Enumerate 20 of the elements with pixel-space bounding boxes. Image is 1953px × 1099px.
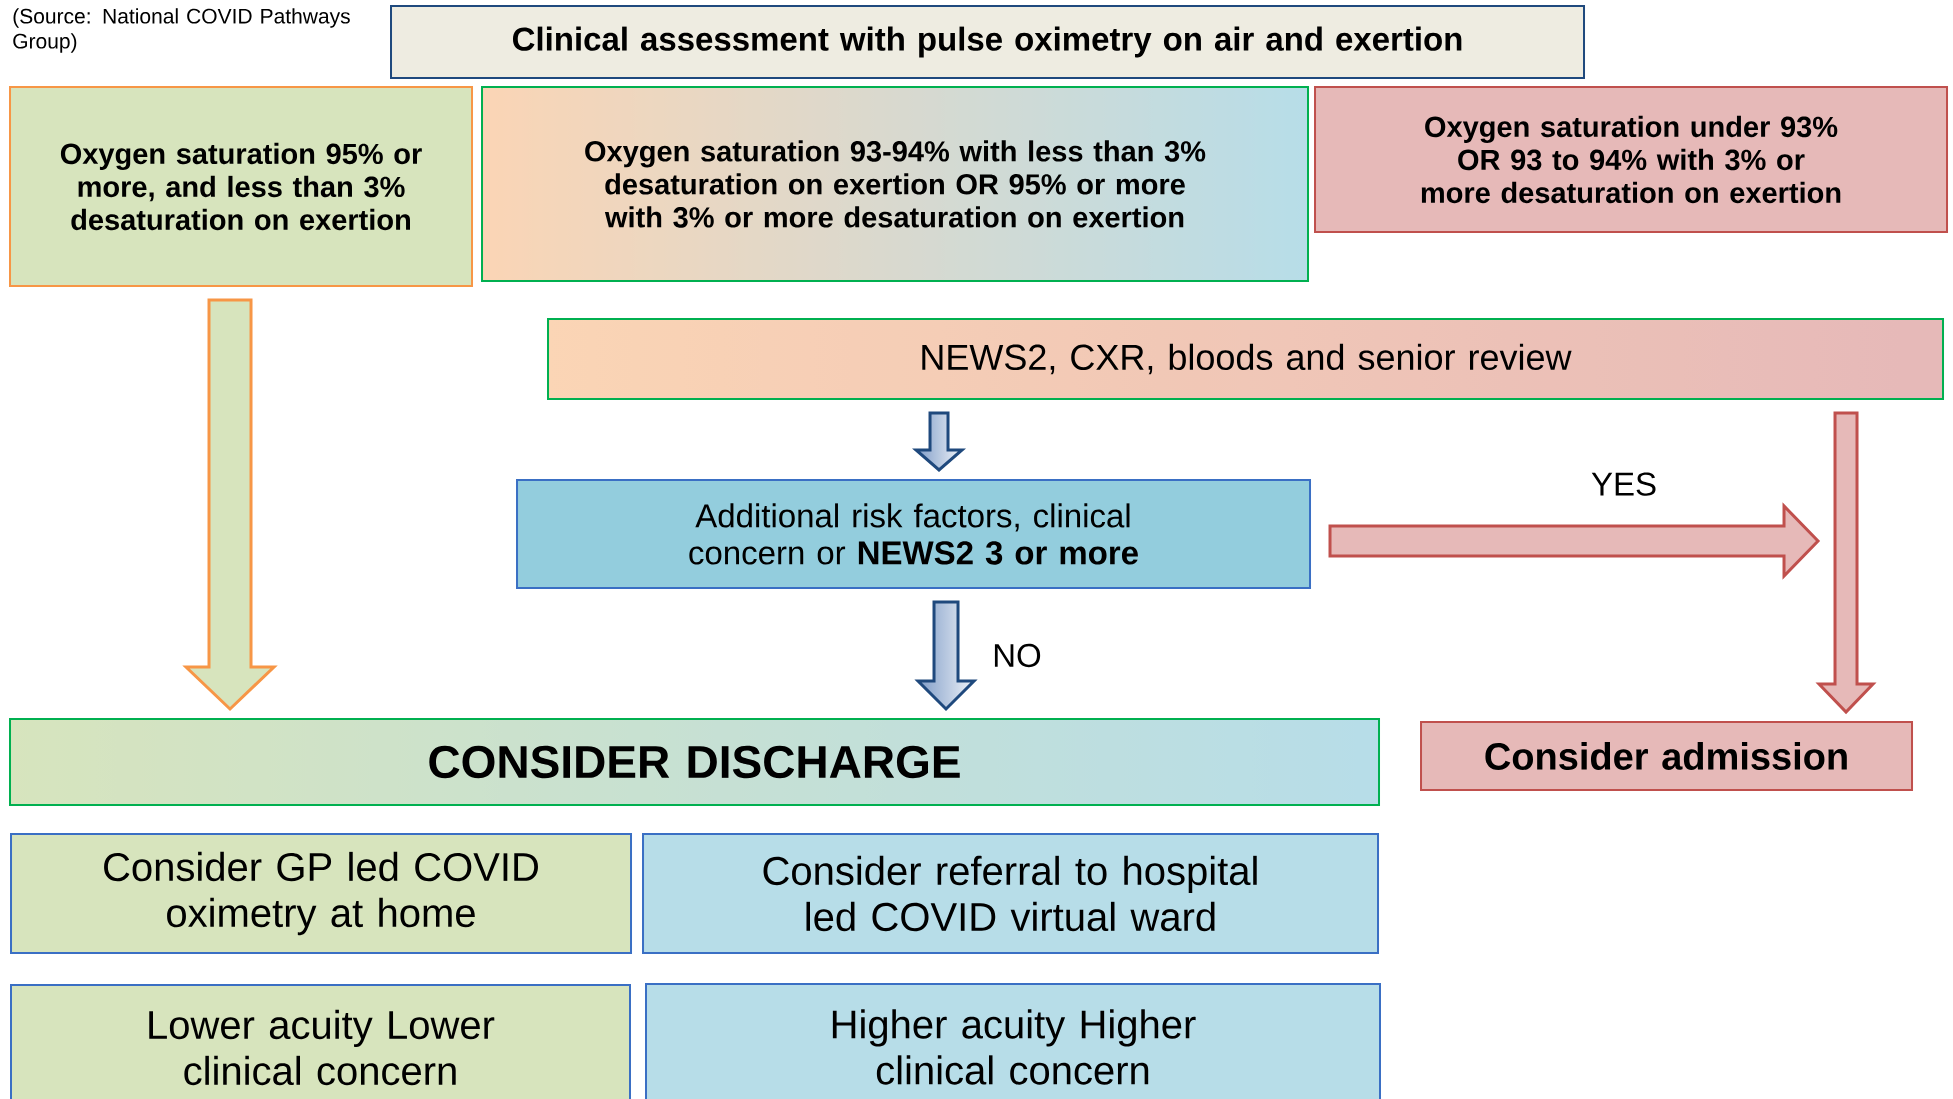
source-note: (Source: National COVID Pathways Group) <box>13 8 350 53</box>
block-arrow <box>1815 411 1877 715</box>
process-box: Additional risk factors, clinical concern or NEWS2 3 or more <box>516 479 1311 589</box>
process-box: Oxygen saturation under 93% OR 93 to 94% with 3% or more desaturation on exertion <box>1314 86 1948 233</box>
block-arrow <box>912 411 967 472</box>
process-box: Oxygen saturation 93-94% with less than 3% desaturation on exertion OR 95% or more with 3% or more desaturation on exertion <box>481 86 1309 282</box>
process-box: Higher acuity Higher clinical concern <box>645 983 1381 1099</box>
process-box: Consider referral to hospital led COVID virtual ward <box>642 833 1379 954</box>
process-box: Consider GP led COVID oximetry at home <box>10 833 632 954</box>
block-arrow <box>914 600 978 712</box>
edge-label: NO <box>990 641 1044 670</box>
outcome-box: Consider admission <box>1420 721 1913 791</box>
edge-label: YES <box>1589 470 1660 498</box>
title-box: Clinical assessment with pulse oximetry on air and exertion <box>390 5 1585 79</box>
process-box: Oxygen saturation 95% or more, and less than 3% desaturation on exertion <box>9 86 473 287</box>
process-box: Lower acuity Lower clinical concern <box>10 984 631 1099</box>
process-box: NEWS2, CXR, bloods and senior review <box>547 318 1944 400</box>
outcome-box: CONSIDER DISCHARGE <box>9 718 1380 806</box>
block-arrow <box>1328 502 1821 580</box>
block-arrow <box>182 298 278 712</box>
